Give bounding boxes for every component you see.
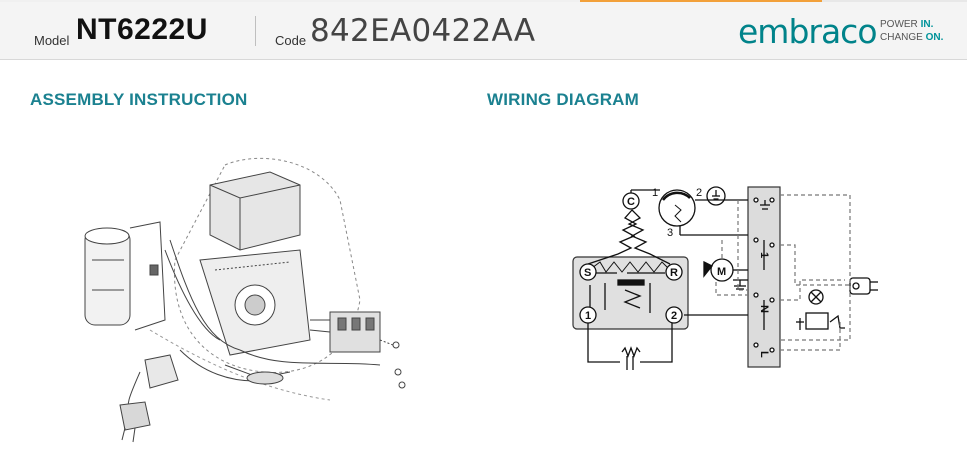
brand-tagline: POWER IN. CHANGE ON. <box>880 18 943 44</box>
terminal-1-circle <box>579 306 597 324</box>
code-label: Code <box>275 33 307 48</box>
terminal-c-circle <box>622 192 640 210</box>
terminal-2-label: 2 <box>671 310 677 322</box>
header-divider <box>255 16 256 46</box>
thermostat-contact-1: 1 <box>652 187 658 199</box>
terminal-s-circle <box>579 263 597 281</box>
terminal-r-circle <box>665 263 683 281</box>
strip-label-n: N <box>758 305 770 313</box>
strip-label-l: L <box>758 351 770 358</box>
terminal-s-label: S <box>584 267 591 279</box>
thermostat-contact-3: 3 <box>667 227 673 239</box>
tagline-on: ON. <box>925 32 944 43</box>
terminal-1-label: 1 <box>585 310 591 322</box>
model-label: Model <box>34 33 70 48</box>
terminal-c-label: C <box>627 196 635 208</box>
relay-box <box>572 256 689 330</box>
thermostat-contact-2: 2 <box>696 187 702 199</box>
assembly-instruction-title: ASSEMBLY INSTRUCTION <box>30 90 248 109</box>
strip-label-1: 1 <box>758 252 770 258</box>
header-accent-line <box>0 0 967 2</box>
tagline-in: IN. <box>920 19 934 30</box>
fan-motor-label: M <box>717 266 726 278</box>
code-value: 842EA0422AA <box>310 13 536 49</box>
brand-logo: embraco <box>738 12 878 51</box>
model-value: NT6222U <box>76 13 208 46</box>
terminal-2-circle <box>665 306 683 324</box>
tagline-change: CHANGE <box>880 32 926 43</box>
thermostat-dial <box>658 189 696 227</box>
terminal-strip <box>747 186 781 368</box>
wiring-diagram-title: WIRING DIAGRAM <box>487 90 640 109</box>
header-bar: Model NT6222U Code 842EA0422AA embraco P… <box>0 0 967 60</box>
tagline-power: POWER <box>880 19 921 30</box>
terminal-r-label: R <box>670 267 678 279</box>
